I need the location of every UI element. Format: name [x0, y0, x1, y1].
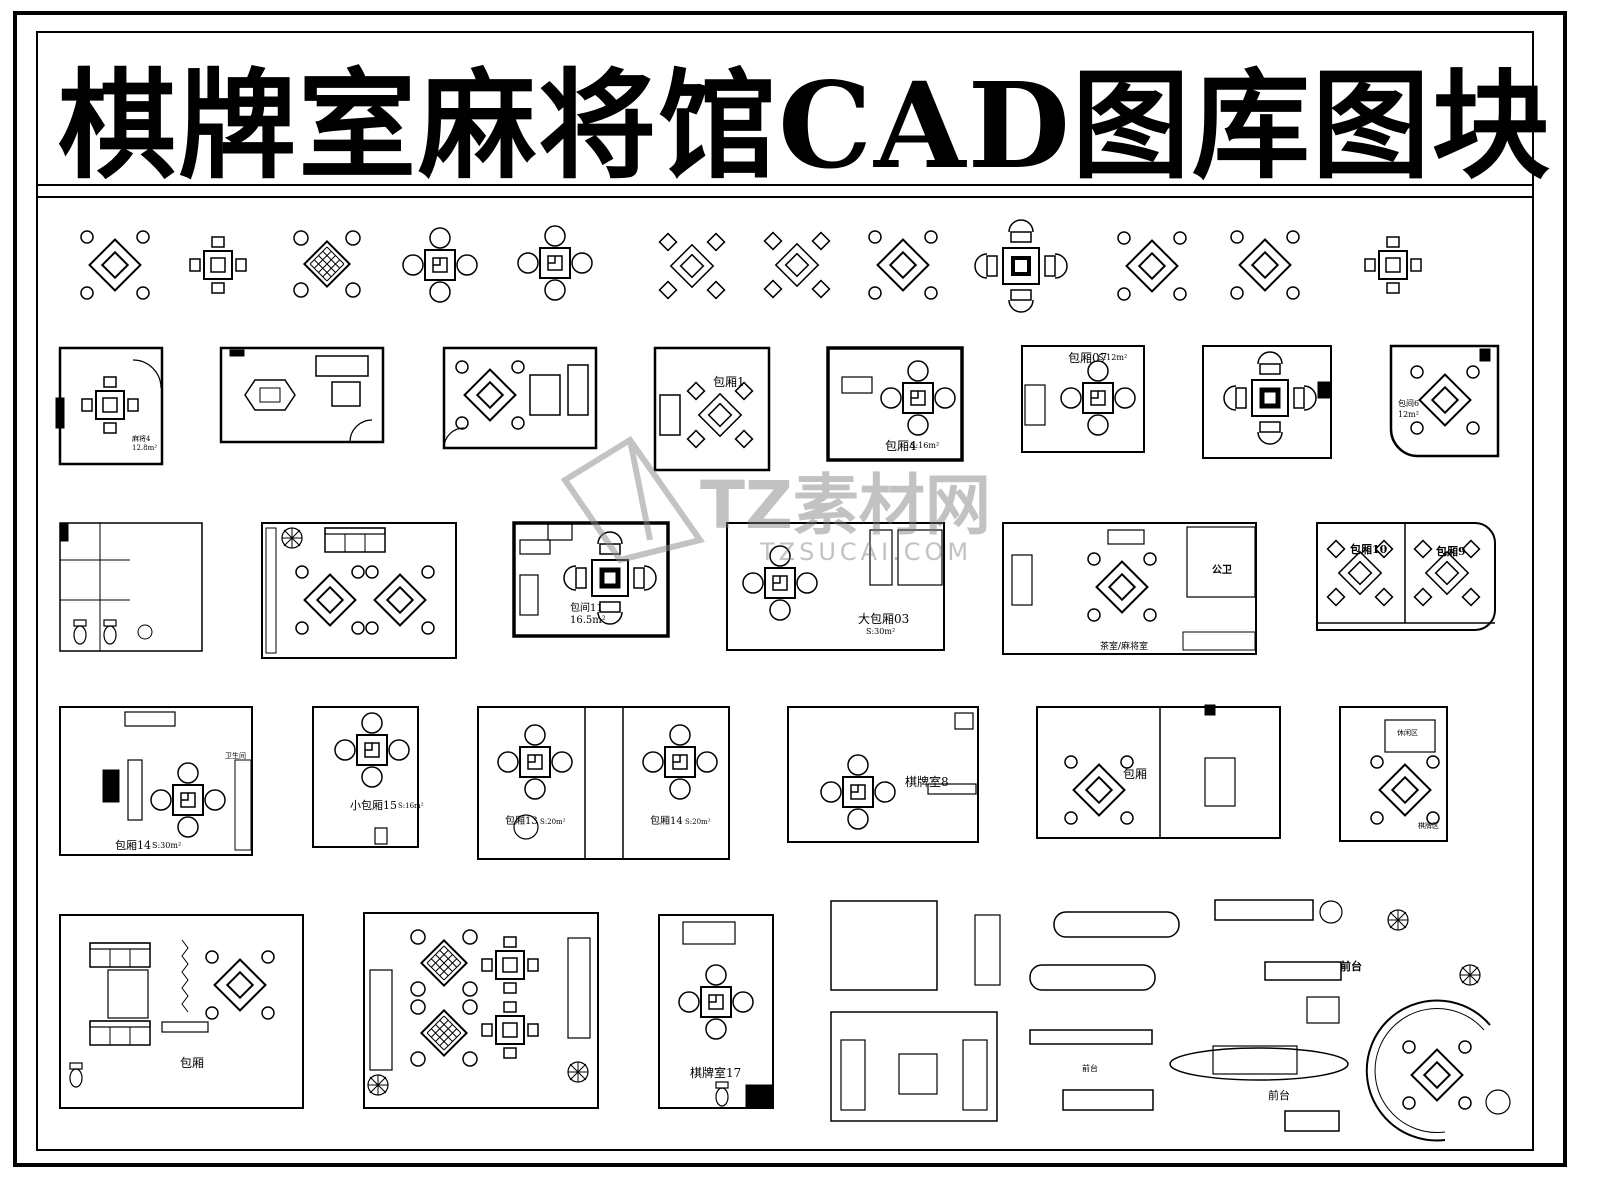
inner-frame [36, 31, 1534, 1151]
outer-frame [13, 11, 1567, 1167]
label-qiantai: 前台 [1340, 960, 1362, 973]
label-baoxiang9: 包厢9 [1436, 545, 1466, 558]
label-baojian6-area: 12m² [1398, 410, 1419, 419]
label-baojian11-area: 16.5m² [570, 615, 606, 626]
label-baoxiang-b: 包厢 [180, 1056, 205, 1070]
sheet-title: 棋牌室 麻将馆CAD图库图块 [58, 40, 1550, 195]
label-baoxiang4: 包厢4 [885, 439, 917, 453]
label-xiaobaoxiang15-area: S:16m² [398, 802, 424, 810]
label-baoxiang1: 包厢1 [713, 375, 745, 389]
label-chaxiuqu: 休闲区 [1397, 729, 1418, 737]
label-dabaoxiang03: 大包厢03 [858, 612, 910, 626]
label-baojian6: 包间6 [1398, 399, 1420, 408]
label-qipaishi17: 棋牌室17 [690, 1066, 742, 1080]
room-plans-row-4 [59, 704, 1448, 860]
label-baojian11: 包间11 [570, 603, 603, 614]
label-baoxiang13: 包厢13 [505, 816, 538, 827]
label-gongwei: 公卫 [1212, 565, 1232, 576]
label-qipai4: 麻将4 [132, 435, 151, 443]
label-qipaiqu: 棋牌区 [1418, 822, 1439, 830]
label-baoxiang14b-area: S:20m² [685, 818, 711, 826]
label-xiaobaoxiang15: 小包厢15 [350, 799, 397, 812]
label-baoxiang: 包厢 [1123, 767, 1148, 781]
label-baoxiang14a: 包厢14 [115, 839, 151, 852]
label-baoxiang07: 包厢07 [1068, 351, 1108, 365]
label-baoxiang07-area: S:12m² [1098, 353, 1128, 362]
room-plans-row-2 [55, 344, 1500, 472]
label-baoxiang10: 包厢10 [1350, 543, 1388, 556]
label-weishengjian: 卫生间 [225, 752, 246, 760]
label-baoxiang4-area: S:16m² [910, 441, 940, 450]
label-qipaishi8: 棋牌室8 [905, 775, 949, 789]
table-symbols-row [80, 219, 1422, 313]
title-part-2: 麻将馆CAD图库图块 [418, 55, 1552, 195]
label-chashi: 茶室/麻将室 [1100, 642, 1149, 652]
label-qiantai3: 前台 [1268, 1089, 1290, 1102]
label-qiantai2: 前台 [1082, 1064, 1098, 1073]
label-baoxiang14b: 包厢14 [650, 816, 683, 827]
room-plans-row-5 [59, 899, 1511, 1142]
title-part-1: 棋牌室 [58, 55, 419, 195]
watermark-logo [560, 435, 705, 564]
label-baoxiang13-area: S:20m² [540, 818, 566, 826]
label-baoxiang14a-area: S:30m² [152, 841, 182, 850]
room-plans-row-3 [59, 521, 1496, 659]
label-dabaoxiang03-area: S:30m² [866, 627, 896, 636]
label-qipai4-area: 12.8m² [132, 444, 158, 452]
